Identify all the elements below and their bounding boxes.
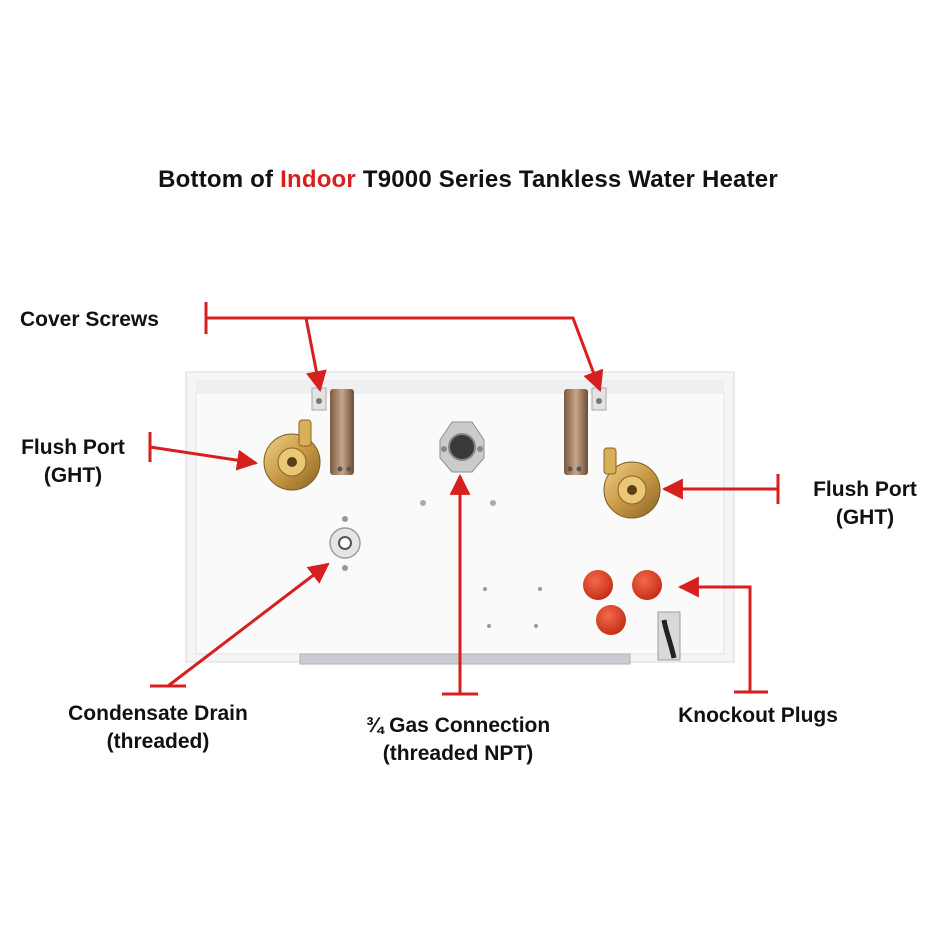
label-flush-port-right: Flush Port (GHT) [800,476,930,532]
label-flush-port-right-line2: (GHT) [835,506,895,529]
label-gas-connection: ¾ Gas Connection (threaded NPT) [338,712,578,768]
cover-screws-line-left [304,317,327,393]
label-gas-connection-line1: ¾ Gas Connection [365,714,551,737]
label-flush-port-left: Flush Port (GHT) [8,434,138,490]
cover-screw-bracket-right [564,387,607,475]
condensate-line [167,562,330,688]
flush-port-left-fitting [263,419,321,491]
label-condensate-drain: Condensate Drain (threaded) [40,700,276,756]
label-knockout-plugs: Knockout Plugs [678,704,838,727]
knockout-line [677,576,752,692]
cover-screw-bracket-left [311,387,354,475]
label-flush-port-right-line1: Flush Port [813,478,917,501]
flush-port-right-fitting [603,447,661,519]
gas-connection-fitting [439,421,485,473]
label-cover-screws: Cover Screws [20,308,159,331]
label-flush-port-left-line2: (GHT) [43,464,103,487]
cover-screws-line-right [206,316,604,392]
title-suffix: T9000 Series Tankless Water Heater [355,166,778,193]
callout-lines [148,302,780,696]
label-condensate-drain-line2: (threaded) [106,730,210,753]
knockout-plugs [583,570,662,635]
label-flush-port-left-line1: Flush Port [21,436,125,459]
label-gas-connection-line2: (threaded NPT) [382,742,534,765]
screw-holes [420,500,542,628]
label-condensate-drain-line1: Condensate Drain [68,702,248,725]
power-cable [657,611,681,661]
diagram-title: Bottom of Indoor T9000 Series Tankless W… [0,166,936,194]
flush-left-line [149,445,259,471]
condensate-drain-fitting [329,516,361,571]
title-prefix: Bottom of [158,166,281,193]
title-highlight: Indoor [280,166,356,193]
